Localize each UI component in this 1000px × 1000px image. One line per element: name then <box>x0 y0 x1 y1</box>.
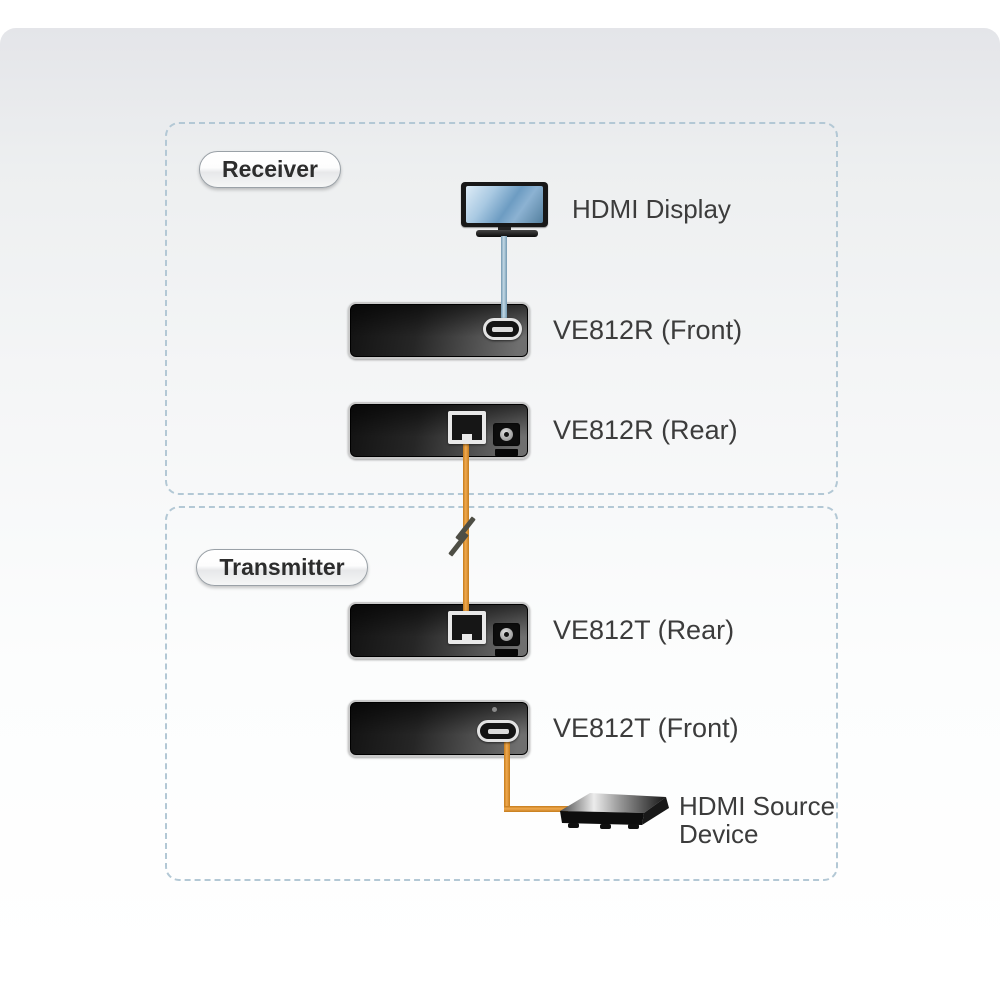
hdmi-source-label-line1: HDMI Source <box>679 791 836 821</box>
power-jack-icon <box>493 623 520 646</box>
hdmi-port-icon <box>483 318 522 340</box>
rj45-port-icon <box>448 411 486 444</box>
hdmi-display-cable <box>501 236 507 323</box>
hdmi-display-label: HDMI Display <box>572 194 731 224</box>
monitor-icon <box>461 182 548 239</box>
power-jack-hole <box>504 432 509 437</box>
receiver-section-badge: Receiver <box>199 151 341 188</box>
hdmi-port-pins <box>492 326 513 332</box>
monitor-screen <box>466 186 543 223</box>
ve812r-front-label: VE812R (Front) <box>553 315 743 345</box>
ve812r-rear-label: VE812R (Rear) <box>553 415 738 445</box>
hdmi-source-device-label: HDMI Source Device <box>679 792 835 848</box>
hdmi-port-pins <box>487 728 509 734</box>
ve812t-front-label: VE812T (Front) <box>553 713 739 743</box>
power-jack-ring <box>500 428 513 441</box>
rj45-clip-tab <box>462 634 472 641</box>
monitor-bezel <box>461 182 548 227</box>
power-jack-hole <box>504 632 509 637</box>
power-jack-ring <box>500 628 513 641</box>
power-jack-icon <box>493 423 520 446</box>
ve812t-rear-label: VE812T (Rear) <box>553 615 735 645</box>
hdmi-port-icon <box>477 720 519 742</box>
monitor-stand-base <box>476 230 538 237</box>
media-player-icon <box>560 793 669 829</box>
receiver-section-box <box>165 122 838 495</box>
led-indicator-icon <box>492 707 497 712</box>
transmitter-section-badge: Transmitter <box>196 549 368 586</box>
monitor-stand-neck <box>498 227 511 231</box>
hdmi-source-cable-vertical <box>504 739 510 812</box>
hdmi-source-cable-horizontal <box>504 806 568 812</box>
rj45-clip-tab <box>462 434 472 441</box>
power-jack-label-strip <box>495 649 518 656</box>
receiver-section-label: Receiver <box>222 156 318 182</box>
hdmi-source-label-line2: Device <box>679 819 759 849</box>
transmitter-section-box <box>165 506 838 881</box>
power-jack-label-strip <box>495 449 518 456</box>
rj45-port-icon <box>448 611 486 644</box>
transmitter-section-label: Transmitter <box>219 554 345 580</box>
